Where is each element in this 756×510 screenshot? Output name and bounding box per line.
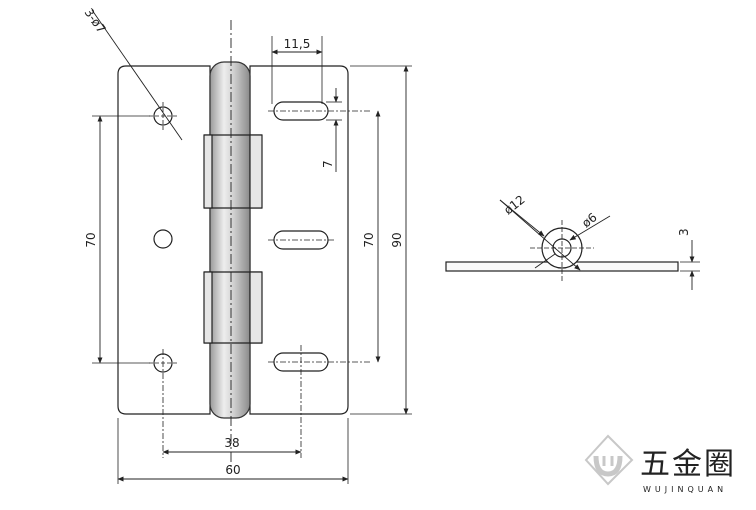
holes-callout-label: 3-ø7: [82, 6, 109, 36]
hole-top: [153, 106, 173, 126]
slot-length-label: 7: [321, 160, 335, 168]
front-view: [91, 9, 412, 484]
hole-middle: [153, 229, 173, 249]
leaf-thickness-label: 3: [677, 228, 691, 236]
watermark-logo-icon: [584, 434, 634, 486]
hole-spacing-left-label: 70: [84, 232, 98, 247]
knuckle-outer-label: ø12: [501, 192, 527, 217]
watermark-brand-cn: 五金圈: [640, 447, 736, 482]
watermark-brand-en: WUJINQUAN: [643, 485, 727, 494]
watermark: 五金圈 WUJINQUAN: [584, 434, 736, 494]
plate-width-label: 60: [225, 463, 240, 477]
slot-spacing-right-label: 70: [362, 232, 376, 247]
slot-offset-label: 11,5: [284, 37, 311, 51]
hole-to-slot-label: 38: [224, 436, 239, 450]
plate-height-label: 90: [390, 232, 404, 247]
right-leaf-outline: [249, 65, 349, 415]
side-view: [445, 199, 700, 290]
hinge-knuckle: [203, 61, 263, 419]
left-leaf-outline: [117, 65, 211, 415]
hole-leader: [91, 9, 183, 141]
pin-label: ø6: [579, 210, 599, 230]
